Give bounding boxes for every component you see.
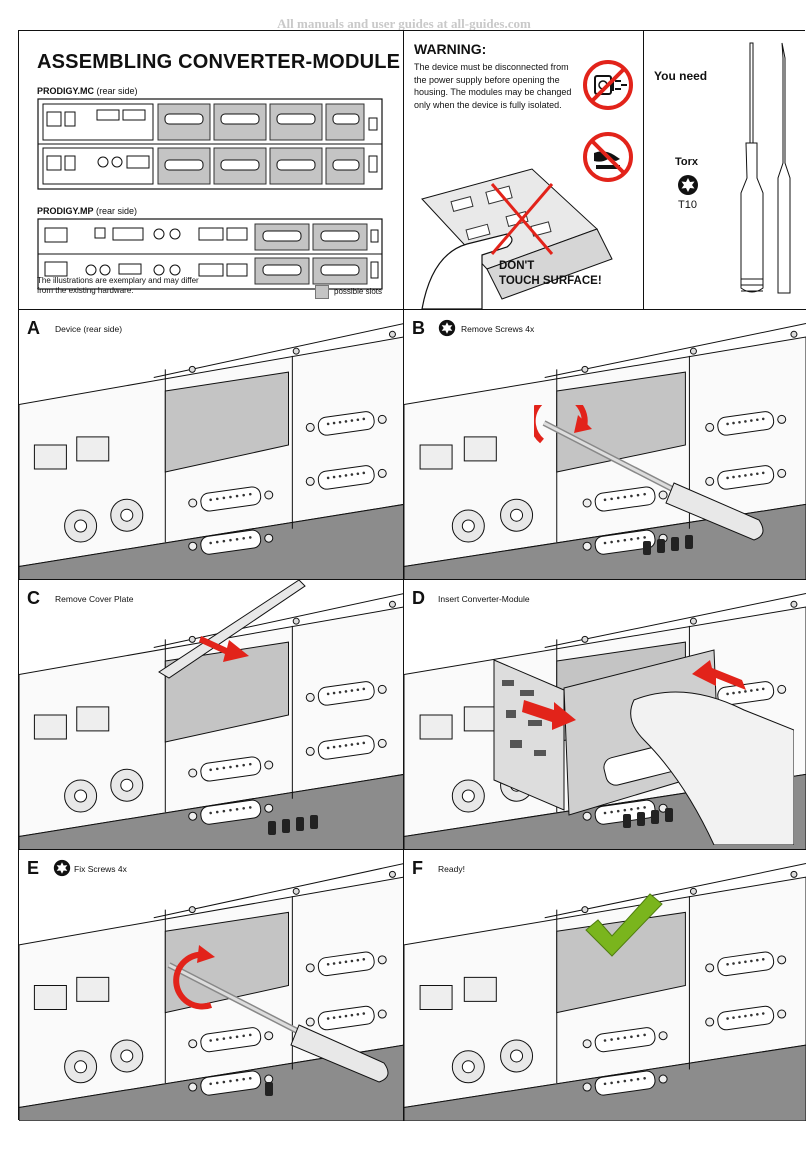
torx-size: T10: [678, 199, 697, 211]
checkmark-icon: [585, 893, 663, 957]
rear-panel-illustration: [19, 323, 403, 579]
no-touch-icon: [583, 132, 633, 182]
step-c-label: Remove Cover Plate: [55, 594, 134, 604]
legend: possible slots: [315, 285, 382, 299]
step-a-label: Device (rear side): [55, 324, 123, 334]
dont-touch-warning: DON'T TOUCH SURFACE!: [499, 259, 602, 289]
step-c-pry-tool: [158, 580, 306, 679]
mp-model: PRODIGY.MP: [37, 206, 94, 216]
disclaimer-line2: from the existing hardware.: [37, 286, 134, 295]
step-b-screwdriver: [534, 405, 764, 541]
step-d-panel: D Insert Converter-Module: [404, 580, 806, 850]
step-d-label: Insert Converter-Module: [438, 594, 530, 604]
disclaimer-line1: The illustrations are exemplary and may …: [37, 276, 199, 285]
step-b-panel: B Remove Screws 4x: [404, 310, 806, 580]
loose-screws: [643, 535, 693, 555]
instruction-sheet: ASSEMBLING CONVERTER-MODULE PRODIGY.MC (…: [18, 30, 806, 1121]
torx-icon: [678, 175, 698, 195]
loose-screws: [623, 808, 673, 828]
step-a-panel: A Device (rear side): [19, 310, 404, 580]
screwdriver-illustration: [740, 42, 791, 294]
loose-screws: [268, 815, 318, 835]
legend-label: possible slots: [334, 287, 383, 297]
step-d-module: [493, 649, 794, 845]
mp-device-illustration: [37, 218, 383, 290]
dont-touch-line1: DON'T: [499, 260, 535, 272]
warning-panel: WARNING: The device must be disconnected…: [404, 31, 644, 310]
warning-text: The device must be disconnected from the…: [414, 62, 572, 110]
step-e-screwdriver: [167, 945, 389, 1083]
mc-label: PRODIGY.MC (rear side): [37, 86, 138, 96]
step-f-label: Ready!: [438, 864, 465, 874]
step-e-label: Fix Screws 4x: [74, 864, 127, 874]
watermark: All manuals and user guides at all-guide…: [277, 16, 531, 31]
page-title: ASSEMBLING CONVERTER-MODULE: [37, 51, 401, 73]
step-f-letter: F: [412, 858, 423, 878]
step-b-label: Remove Screws 4x: [461, 324, 535, 334]
step-e-panel: E Fix Screws 4x: [19, 850, 404, 1121]
step-c-panel: C Remove Cover Plate: [19, 580, 404, 850]
mc-device-illustration: [37, 98, 383, 190]
warning-heading: WARNING:: [414, 41, 487, 57]
step-a-letter: A: [27, 318, 40, 338]
disclaimer: The illustrations are exemplary and may …: [37, 276, 237, 296]
step-f-panel: F Ready!: [404, 850, 806, 1121]
torx-label: Torx: [675, 156, 699, 168]
mp-label: PRODIGY.MP (rear side): [37, 206, 137, 216]
header-panel: ASSEMBLING CONVERTER-MODULE PRODIGY.MC (…: [19, 31, 404, 310]
mc-side: (rear side): [96, 86, 138, 96]
torx-icon: [53, 859, 71, 877]
mp-side: (rear side): [96, 206, 138, 216]
remove-cover-illustration: [19, 593, 403, 849]
ready-illustration: [404, 863, 806, 1121]
torx-icon: [438, 319, 456, 337]
mc-model: PRODIGY.MC: [37, 86, 95, 96]
step-d-letter: D: [412, 588, 425, 608]
slot-swatch: [315, 285, 329, 299]
unplug-icon: [583, 60, 633, 110]
you-need-label: You need: [654, 69, 708, 83]
dont-touch-line2: TOUCH SURFACE!: [499, 275, 602, 287]
step-c-letter: C: [27, 588, 40, 608]
circuit-board-illustration: [421, 168, 613, 309]
tools-panel: You need Torx T10: [644, 31, 806, 310]
step-e-letter: E: [27, 858, 40, 878]
loose-screws: [265, 1082, 273, 1096]
step-b-letter: B: [412, 318, 425, 338]
